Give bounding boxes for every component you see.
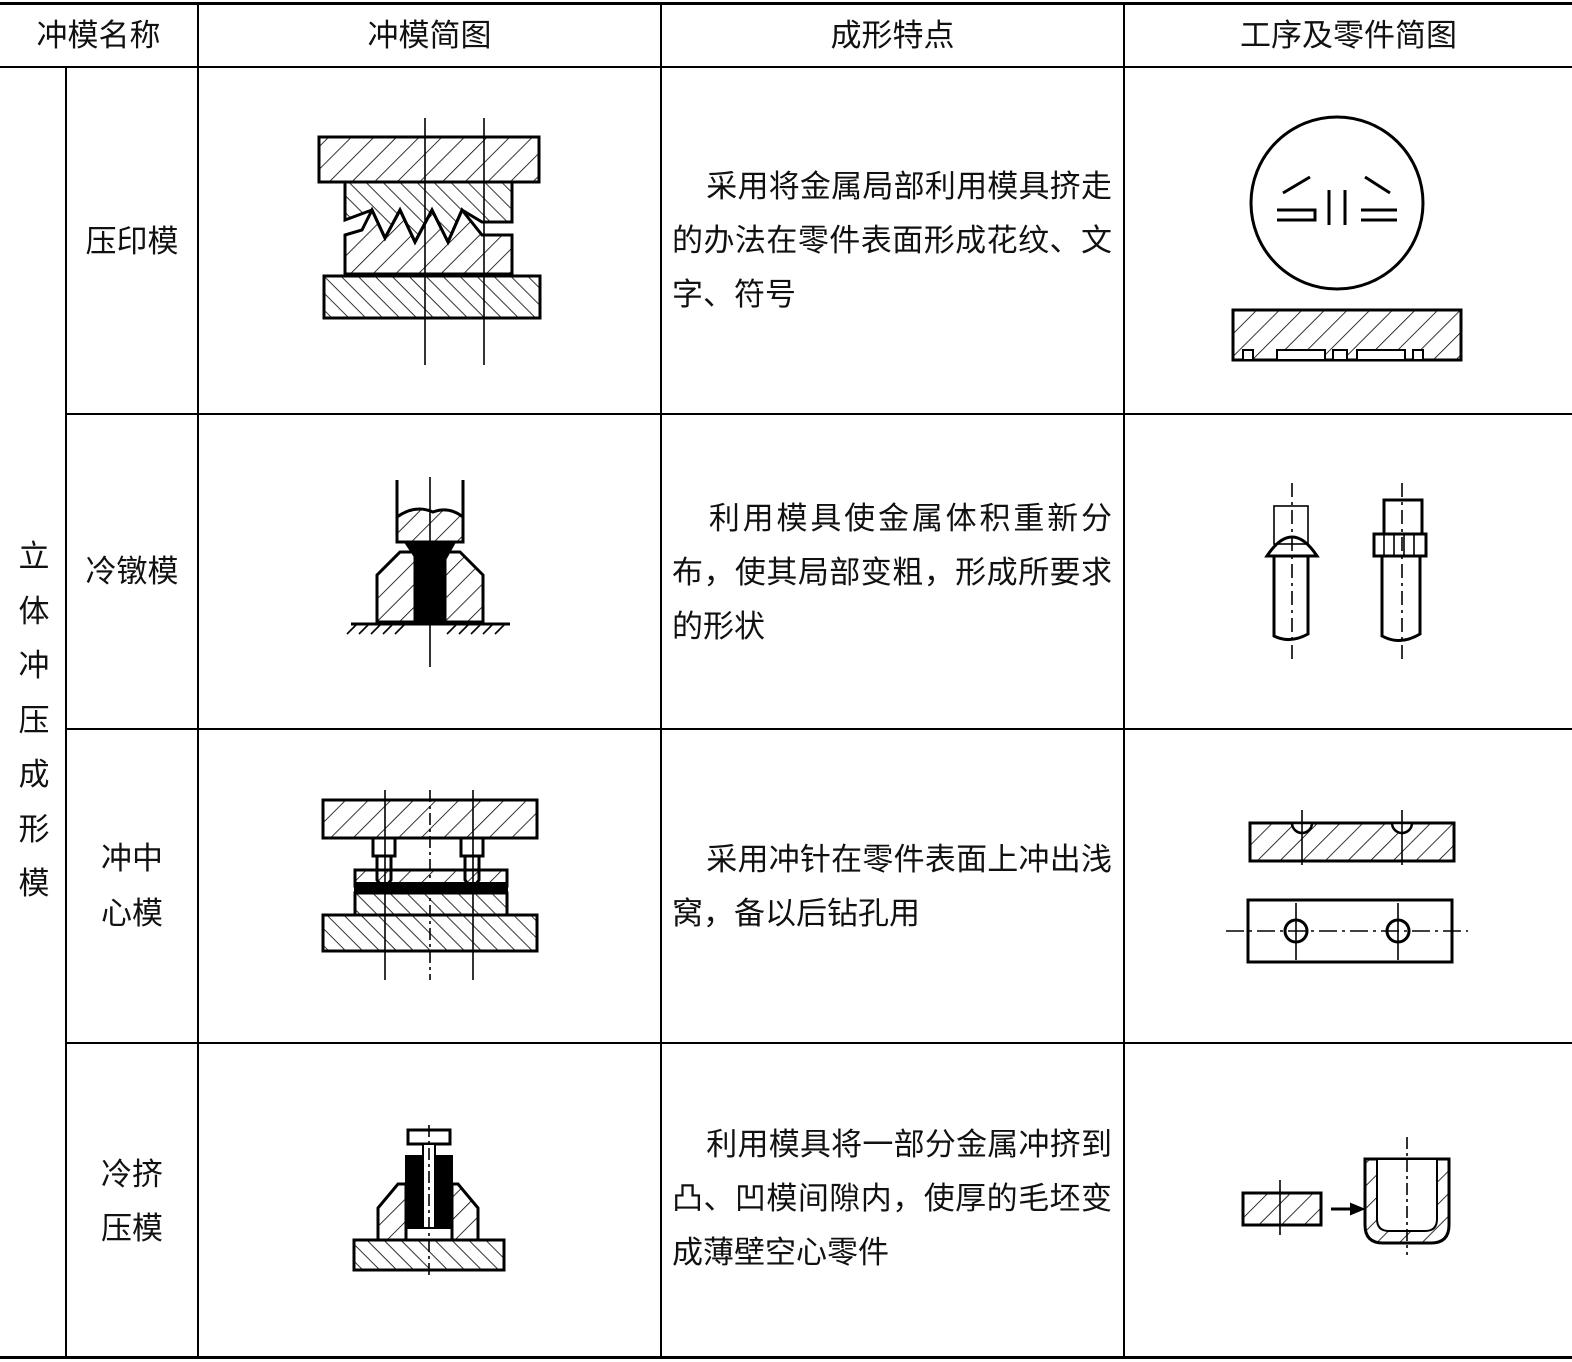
rule-col-2	[660, 3, 662, 1357]
cold-heading-part-sketch	[1264, 483, 1428, 663]
row-name-center-punch-die-l2: 心模	[101, 896, 163, 932]
category-char: 体	[18, 593, 50, 630]
center-punch-part-sketch	[1226, 810, 1468, 964]
row-desc-cold-extrusion: 利用模具将一部分金属冲挤到凸、凹模间隙内，使厚的毛坯变成薄壁空心零件	[672, 1127, 1112, 1271]
embossed-part-sketch	[1231, 115, 1463, 362]
category-label: 立 体 冲 压 成 形 模	[14, 530, 54, 912]
category-char: 立	[18, 539, 50, 575]
cold-extrusion-die-sketch	[352, 1125, 506, 1278]
rule-header	[0, 66, 1572, 68]
row-name-cold-extrusion-die-l2: 压模	[101, 1211, 163, 1247]
rule-row-1	[66, 413, 1572, 415]
rule-row-2	[66, 728, 1572, 730]
row-desc-center-punch: 采用冲针在零件表面上冲出浅窝，备以后钻孔用	[672, 842, 1112, 932]
rule-row-3	[66, 1042, 1572, 1044]
row-name-cold-extrusion-die-l1: 冷挤	[101, 1157, 163, 1193]
header-die-sketch: 冲模简图	[367, 17, 492, 54]
rule-bottom	[0, 1356, 1572, 1359]
category-char: 模	[18, 866, 50, 902]
rule-col-1	[197, 3, 199, 1357]
header-die-name: 冲模名称	[36, 17, 161, 54]
center-punch-die-sketch	[321, 790, 539, 980]
row-desc-cold-heading: 利用模具使金属体积重新分布，使其局部变粗，形成所要求的形状	[672, 501, 1112, 645]
category-char: 成	[18, 757, 50, 793]
embossing-die-sketch	[317, 118, 542, 365]
row-name-cold-heading-die: 冷镦模	[85, 554, 179, 590]
row-name-center-punch-die-l1: 冲中	[101, 841, 163, 877]
header-forming-features: 成形特点	[830, 17, 955, 54]
cold-extrusion-part-sketch	[1241, 1137, 1451, 1255]
category-char: 形	[18, 811, 50, 848]
rule-top	[0, 2, 1572, 5]
header-process-part-sketch: 工序及零件简图	[1240, 17, 1457, 54]
rule-col-3	[1123, 3, 1125, 1357]
category-char: 冲	[18, 648, 50, 684]
row-desc-embossing: 采用将金属局部利用模具挤走的办法在零件表面形成花纹、文字、符号	[672, 169, 1112, 313]
category-char: 压	[18, 702, 50, 739]
rule-col-0	[65, 67, 67, 1357]
row-name-embossing-die: 压印模	[85, 224, 179, 260]
cold-heading-die-sketch	[346, 477, 510, 667]
